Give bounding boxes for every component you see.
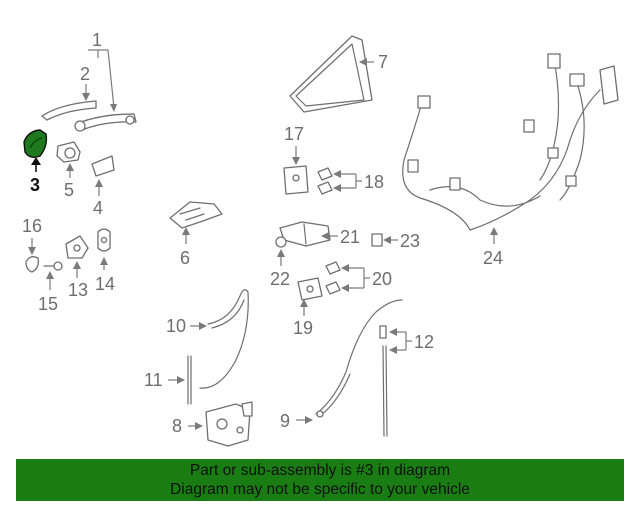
part-15-screw: [43, 261, 63, 271]
callout-21-leader: [321, 232, 338, 240]
part-14-cover: [97, 228, 111, 252]
callout-6-leader: [182, 227, 190, 244]
part-9-cable: [315, 299, 403, 418]
fitment-notice-banner: Part or sub-assembly is #3 in diagram Di…: [16, 459, 624, 501]
callout-23: 23: [400, 231, 420, 251]
callout-1: 1: [92, 30, 102, 50]
callout-22: 22: [270, 269, 290, 289]
callout-10: 10: [166, 316, 186, 336]
part-17-hinge: [283, 165, 309, 195]
callout-11-leader: [168, 376, 185, 384]
part-8-door-latch: [205, 401, 253, 447]
callout-3: 3: [30, 175, 40, 195]
part-19-check-link: [297, 277, 323, 301]
part-24-wiring-harness: [402, 53, 619, 231]
callout-18-leaders: [333, 170, 362, 192]
part-6-inside-handle: [169, 201, 223, 229]
part-2-outside-handle: [41, 100, 137, 132]
callout-20-leaders: [341, 264, 370, 292]
part-12-rod: [379, 325, 388, 437]
callout-13-leader: [73, 261, 81, 278]
callout-7: 7: [378, 52, 388, 72]
callout-8: 8: [172, 416, 182, 436]
banner-line-1: Part or sub-assembly is #3 in diagram: [189, 462, 451, 479]
callout-9-leader: [296, 416, 313, 424]
callout-23-leader: [383, 236, 398, 244]
banner-line-2: Diagram may not be specific to your vehi…: [170, 481, 470, 498]
part-23-clip: [371, 233, 383, 247]
callout-10-leader: [190, 322, 207, 330]
callout-1-leaders: [88, 49, 117, 112]
callout-13: 13: [68, 280, 88, 300]
callout-24-leader: [490, 227, 498, 244]
callout-11: 11: [144, 370, 163, 390]
callout-5-leader: [66, 163, 74, 178]
callout-21: 21: [340, 227, 360, 247]
part-10-cable: [199, 289, 249, 389]
callout-12: 12: [414, 332, 434, 352]
part-7-window-frame: [289, 35, 373, 113]
callout-5: 5: [64, 180, 74, 200]
callout-8-leader: [188, 422, 203, 430]
callout-9: 9: [280, 411, 290, 431]
callout-3-leader: [31, 157, 41, 172]
part-18-bolts: [317, 167, 333, 195]
callout-20: 20: [372, 269, 392, 289]
callout-18: 18: [364, 172, 384, 192]
callout-22-leader: [277, 249, 285, 266]
callout-4-leader: [95, 179, 103, 196]
callout-17-leader: [292, 146, 300, 165]
part-11-rod: [187, 355, 192, 405]
callout-6: 6: [180, 248, 190, 268]
callout-12-leaders: [389, 328, 412, 354]
callout-2: 2: [80, 64, 90, 84]
callout-19: 19: [293, 318, 313, 338]
callout-16-leader: [28, 238, 36, 255]
callout-2-leader: [82, 84, 90, 101]
callout-15: 15: [38, 294, 58, 314]
part-16-seal: [25, 256, 40, 273]
callout-14-leader: [100, 257, 108, 270]
part-5-lock-cylinder: [56, 141, 81, 163]
callout-19-leader: [300, 299, 308, 316]
callout-16: 16: [22, 216, 42, 236]
callout-4: 4: [93, 198, 103, 218]
part-20-bolts: [325, 261, 341, 295]
callout-7-leader: [359, 58, 374, 66]
callout-17: 17: [284, 124, 304, 144]
part-4-handle-gasket: [91, 155, 115, 177]
part-13-bracket: [65, 235, 89, 259]
callout-24: 24: [483, 248, 503, 268]
part-3-highlighted: [23, 129, 48, 159]
part-21-hinge: [279, 221, 331, 247]
part-22-bolt: [275, 236, 287, 248]
callout-14: 14: [95, 274, 115, 294]
callout-15-leader: [46, 271, 54, 290]
